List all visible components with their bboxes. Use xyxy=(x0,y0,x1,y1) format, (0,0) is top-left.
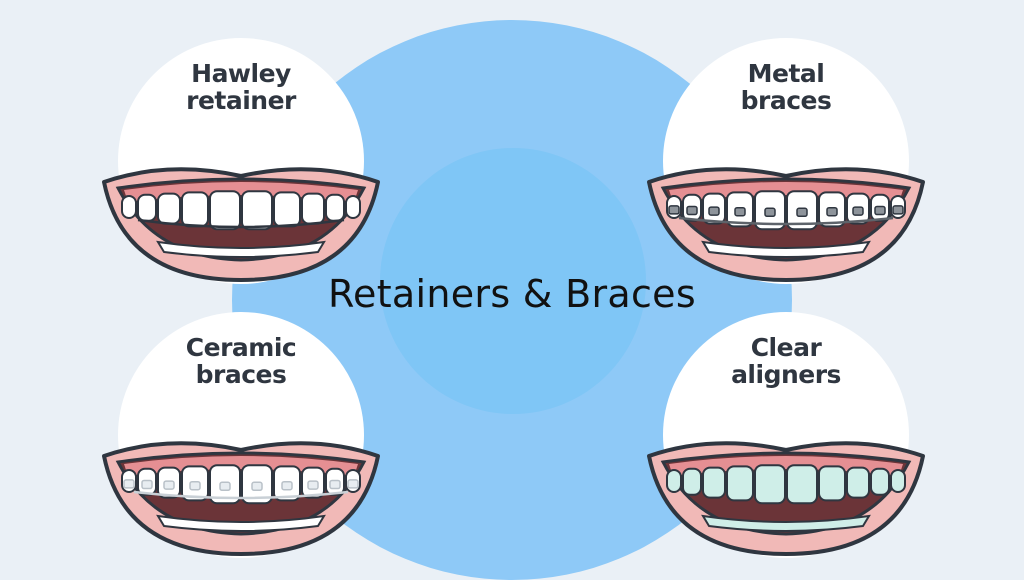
badge-label: Metal braces xyxy=(740,59,832,115)
badge-label: Clear aligners xyxy=(731,333,841,389)
ceramic-braces-badge: Ceramic braces xyxy=(102,312,380,558)
hawley-retainer-badge: Hawley retainer xyxy=(102,38,380,284)
hawley-retainer-mouth-icon xyxy=(102,167,380,282)
ceramic-braces-mouth-icon xyxy=(102,441,380,556)
metal-braces-badge: Metal braces xyxy=(647,38,925,284)
page-title: Retainers & Braces xyxy=(328,272,696,316)
metal-braces-mouth-icon xyxy=(647,167,925,282)
clear-aligners-badge: Clear aligners xyxy=(647,312,925,558)
badge-label: Hawley retainer xyxy=(186,59,296,115)
badge-label: Ceramic braces xyxy=(185,333,297,389)
clear-aligners-mouth-icon xyxy=(647,441,925,556)
inner-circle xyxy=(380,148,646,414)
